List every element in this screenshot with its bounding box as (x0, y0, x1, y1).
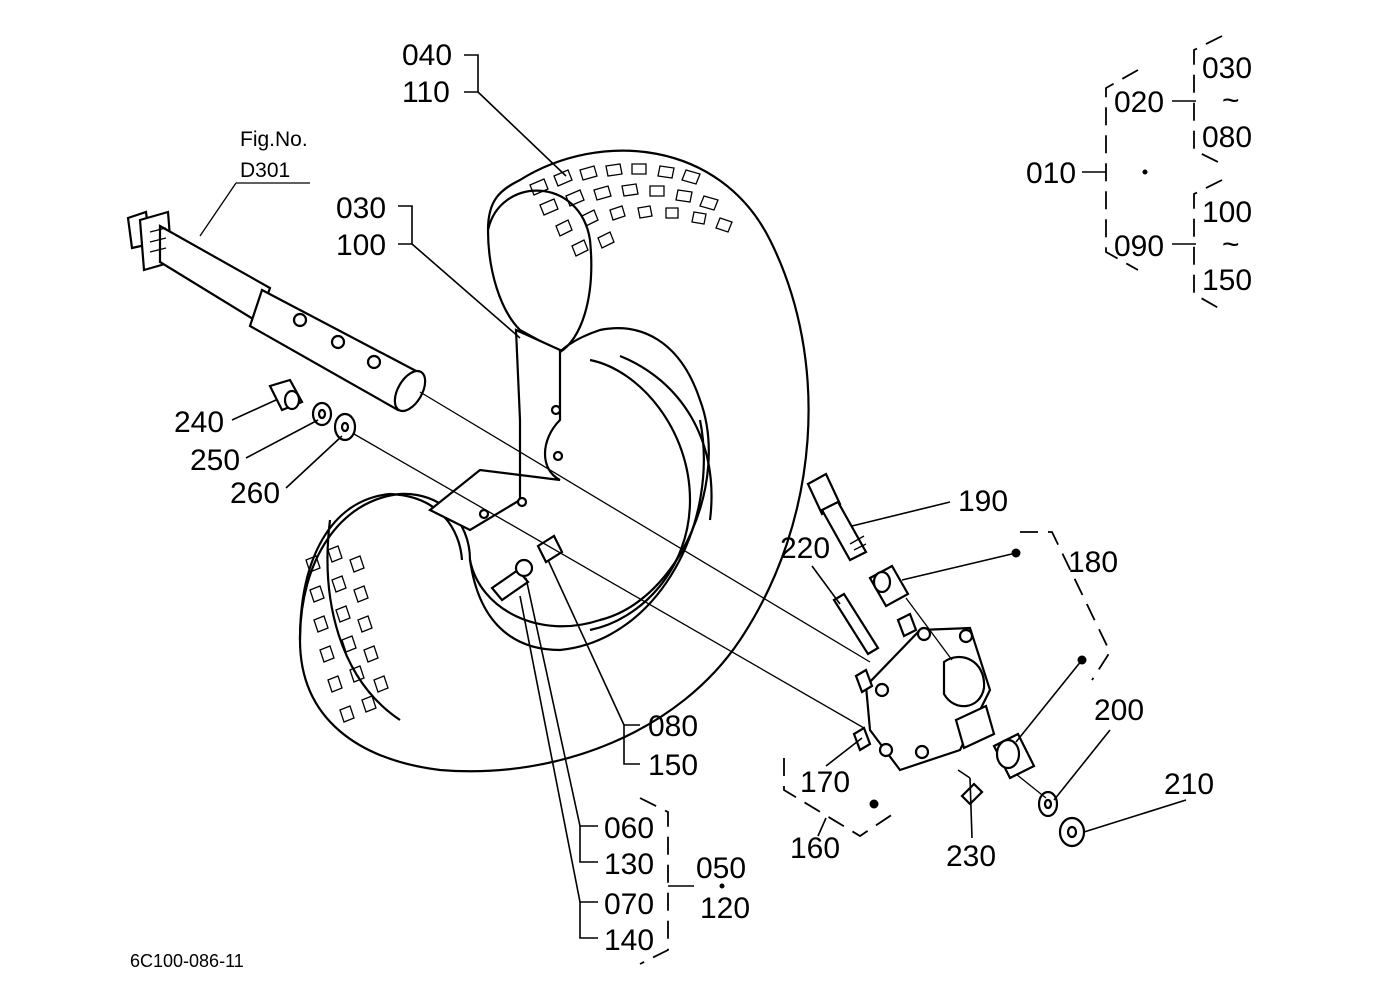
label-200: 200 (1094, 694, 1144, 727)
label-030: 030 (336, 192, 386, 225)
figure-prefix: Fig.No. (240, 128, 308, 151)
label-240: 240 (174, 406, 224, 439)
callout-valve-parts: 060 130 070 140 050 120 (519, 577, 750, 965)
label-080: 080 (648, 710, 698, 743)
callout-080-150: 080 150 (547, 559, 698, 782)
callout-200: 200 (1053, 694, 1144, 801)
hub-bolt (806, 472, 868, 562)
callout-040-110: 040 110 (402, 39, 567, 177)
label-120: 120 (700, 892, 750, 925)
assembly-tree: 010 020 090 030 ~ 080 100 ~ 150 (1026, 35, 1252, 311)
collar-lower (992, 732, 1036, 780)
drawing-code: 6C100-086-11 (130, 951, 244, 971)
callout-240-250-260: 240 250 260 (174, 399, 343, 510)
range-symbol-1: ~ (1222, 84, 1240, 117)
label-040: 040 (402, 39, 452, 72)
label-030-range-start: 030 (1202, 52, 1252, 85)
assembly-lines (353, 391, 1047, 799)
label-190: 190 (958, 485, 1008, 518)
label-140: 140 (604, 924, 654, 957)
nut-washer-set (268, 378, 357, 442)
collar-upper (868, 564, 910, 608)
callout-170-160: 170 160 (783, 737, 897, 865)
callout-210: 210 (1083, 768, 1214, 833)
label-090: 090 (1114, 230, 1164, 263)
label-160: 160 (790, 832, 840, 865)
label-260: 260 (230, 477, 280, 510)
label-210: 210 (1164, 768, 1214, 801)
label-110: 110 (402, 76, 450, 109)
label-010: 010 (1026, 157, 1076, 190)
label-050: 050 (696, 852, 746, 885)
axle-shaft (126, 210, 427, 413)
tread-pattern-upper (529, 163, 733, 257)
wheel-hub (852, 612, 996, 772)
label-170: 170 (800, 766, 850, 799)
label-150-range-end: 150 (1202, 264, 1252, 297)
label-070: 070 (604, 888, 654, 921)
key (960, 782, 984, 806)
valve-assembly (490, 534, 564, 602)
label-230: 230 (946, 840, 996, 873)
figure-number: D301 (240, 159, 290, 182)
tire (298, 149, 810, 773)
label-150: 150 (648, 749, 698, 782)
callout-220: 220 (780, 532, 841, 605)
label-080-range-end: 080 (1202, 121, 1252, 154)
label-060: 060 (604, 812, 654, 845)
wheel-disc (427, 328, 713, 632)
lock-nut (1037, 790, 1086, 848)
figure-reference: Fig.No. D301 (199, 128, 310, 237)
label-130: 130 (604, 848, 654, 881)
label-020: 020 (1114, 86, 1164, 119)
callout-230: 230 (946, 769, 996, 873)
callout-180: 180 (901, 531, 1118, 743)
label-220: 220 (780, 532, 830, 565)
spring-pin (832, 592, 880, 656)
callout-190: 190 (851, 485, 1008, 527)
label-100-range-start: 100 (1202, 196, 1252, 229)
label-250: 250 (190, 444, 240, 477)
label-100: 100 (336, 229, 386, 262)
tread-pattern-lower (305, 545, 389, 723)
label-180: 180 (1068, 546, 1118, 579)
range-symbol-2: ~ (1222, 228, 1240, 261)
callout-030-100: 030 100 (336, 192, 521, 339)
